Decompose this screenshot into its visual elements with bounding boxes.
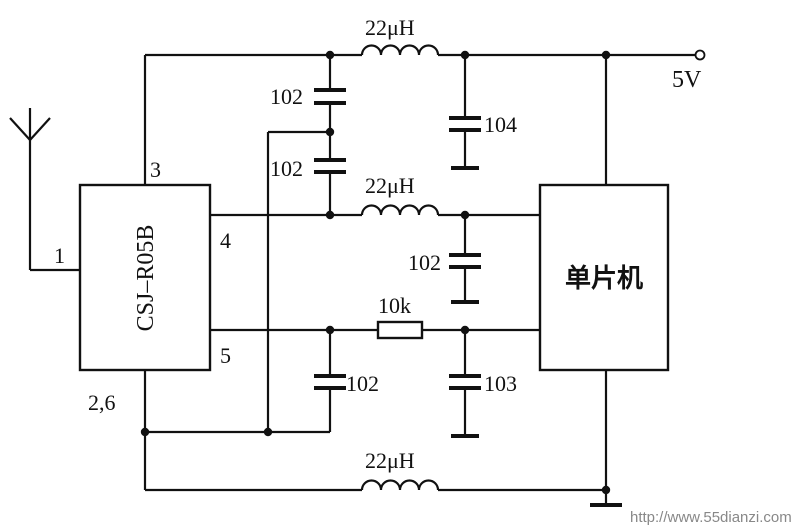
wires xyxy=(143,53,700,505)
inductor-middle-label: 22μH xyxy=(365,173,415,198)
capacitor-top-1-label: 102 xyxy=(270,84,303,109)
capacitor-mid xyxy=(449,253,481,304)
capacitor-103-label: 103 xyxy=(484,371,517,396)
pin-5-label: 5 xyxy=(220,343,231,368)
pin-26-label: 2,6 xyxy=(88,390,116,415)
antenna-icon xyxy=(9,108,80,272)
watermark: http://www.55dianzi.com xyxy=(630,509,792,526)
supply-label: 5V xyxy=(672,67,702,93)
inductor-top xyxy=(360,44,440,56)
junction-dots xyxy=(140,50,611,495)
inductor-bottom xyxy=(360,479,440,491)
capacitor-top-1 xyxy=(314,88,346,105)
capacitor-top-2-label: 102 xyxy=(270,156,303,181)
inductor-bottom-label: 22μH xyxy=(365,448,415,473)
pin-1-label: 1 xyxy=(54,243,65,268)
inductor-middle xyxy=(360,204,440,216)
capacitor-104 xyxy=(449,116,481,170)
pin-3-label: 3 xyxy=(150,157,161,182)
capacitor-mid-label: 102 xyxy=(408,250,441,275)
inductor-top-label: 22μH xyxy=(365,15,415,40)
ic-name-label: CSJ–R05B xyxy=(133,225,159,332)
ic-csj-r05b xyxy=(78,183,212,372)
mcu-label: 单片机 xyxy=(565,264,643,294)
supply-terminal xyxy=(694,49,706,61)
resistor-10k xyxy=(376,320,424,340)
capacitor-103 xyxy=(449,374,481,438)
capacitor-top-2 xyxy=(314,158,346,174)
resistor-label: 10k xyxy=(378,293,411,318)
capacitor-pin5 xyxy=(314,374,346,390)
mcu-box xyxy=(538,183,670,372)
capacitor-104-label: 104 xyxy=(484,112,517,137)
pin-4-label: 4 xyxy=(220,228,231,253)
capacitor-pin5-label: 102 xyxy=(346,371,379,396)
